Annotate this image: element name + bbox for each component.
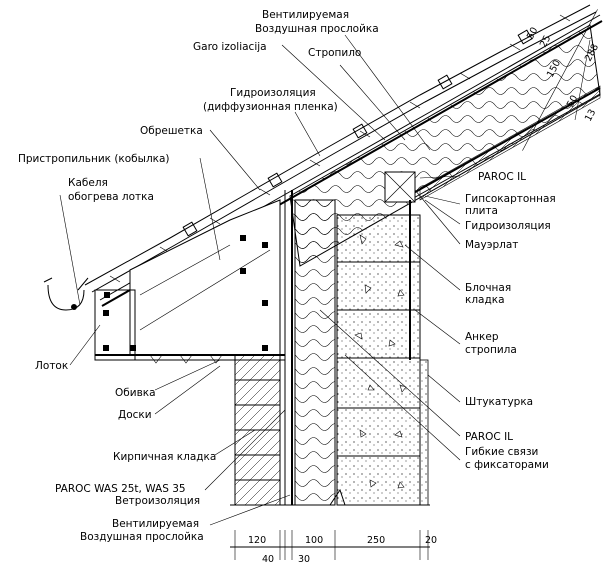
block-aggregate xyxy=(354,234,407,489)
label-cable-2: обогрева лотка xyxy=(68,191,154,203)
label-ties-2: с фиксаторами xyxy=(465,459,549,471)
dim-13: 13 xyxy=(583,108,598,124)
dim-40: 40 xyxy=(262,554,274,565)
label-anchor-1: Анкер xyxy=(465,331,499,343)
gutter xyxy=(43,277,89,311)
labels: Вентилируемая Воздушная прослойка Garo i… xyxy=(18,9,556,543)
dim-30: 30 xyxy=(298,554,310,565)
dim-50b: 50 xyxy=(565,94,580,110)
dim-50a: 50 xyxy=(525,26,540,42)
wall-assembly xyxy=(230,171,430,506)
label-block-1: Блочная xyxy=(465,282,511,294)
label-paroc-was-1: PAROC WAS 25t, WAS 35 xyxy=(55,483,186,495)
label-cable-1: Кабеля xyxy=(68,177,108,189)
label-paroc-il-roof: PAROC IL xyxy=(478,171,526,183)
eaves-rafter xyxy=(103,199,281,356)
label-rafter: Стропило xyxy=(308,47,361,59)
label-brick: Кирпичная кладка xyxy=(113,451,216,463)
label-garo: Garo izoliacija xyxy=(193,41,267,53)
label-paroc-il-wall: PAROC IL xyxy=(465,431,513,443)
label-plaster: Штукатурка xyxy=(465,396,533,408)
roofing-outer xyxy=(84,4,591,286)
label-vent-top-1: Вентилируемая xyxy=(262,9,349,21)
dim-120: 120 xyxy=(248,535,266,546)
plaster xyxy=(419,359,429,506)
block-masonry xyxy=(336,214,421,506)
label-vent-bottom-2: Воздушная прослойка xyxy=(80,531,204,543)
wall-insulation xyxy=(294,199,336,506)
label-batten: Обрешетка xyxy=(140,125,203,137)
label-eaves-rafter: Пристропильник (кобылка) xyxy=(18,153,170,165)
roofing-inner xyxy=(91,11,597,293)
label-mauerlat: Мауэрлат xyxy=(465,239,518,251)
label-membrane-2: (диффузионная пленка) xyxy=(203,101,338,113)
batten-blocks xyxy=(182,29,533,237)
label-gutter: Лоток xyxy=(35,360,68,372)
leader-lines xyxy=(59,34,461,526)
label-gypsum-1: Гипсокартонная xyxy=(465,193,556,205)
label-boards: Доски xyxy=(118,409,152,421)
label-soffit: Обивка xyxy=(115,387,156,399)
label-ties-1: Гибкие связи xyxy=(465,446,538,458)
dim-100: 100 xyxy=(305,535,323,546)
label-gypsum-2: плита xyxy=(465,205,498,217)
label-paroc-was-2: Ветроизоляция xyxy=(115,495,200,507)
label-membrane-1: Гидроизоляция xyxy=(230,87,316,99)
label-vapor: Гидроизоляция xyxy=(465,220,551,232)
label-vent-top-2: Воздушная прослойка xyxy=(255,23,379,35)
dim-25: 25 xyxy=(538,34,553,50)
dim-250: 250 xyxy=(367,535,385,546)
label-block-2: кладка xyxy=(465,294,505,306)
label-anchor-2: стропила xyxy=(465,344,517,356)
label-vent-bottom-1: Вентилируемая xyxy=(112,518,199,530)
dimension-lines xyxy=(230,9,598,560)
dim-20: 20 xyxy=(425,535,437,546)
